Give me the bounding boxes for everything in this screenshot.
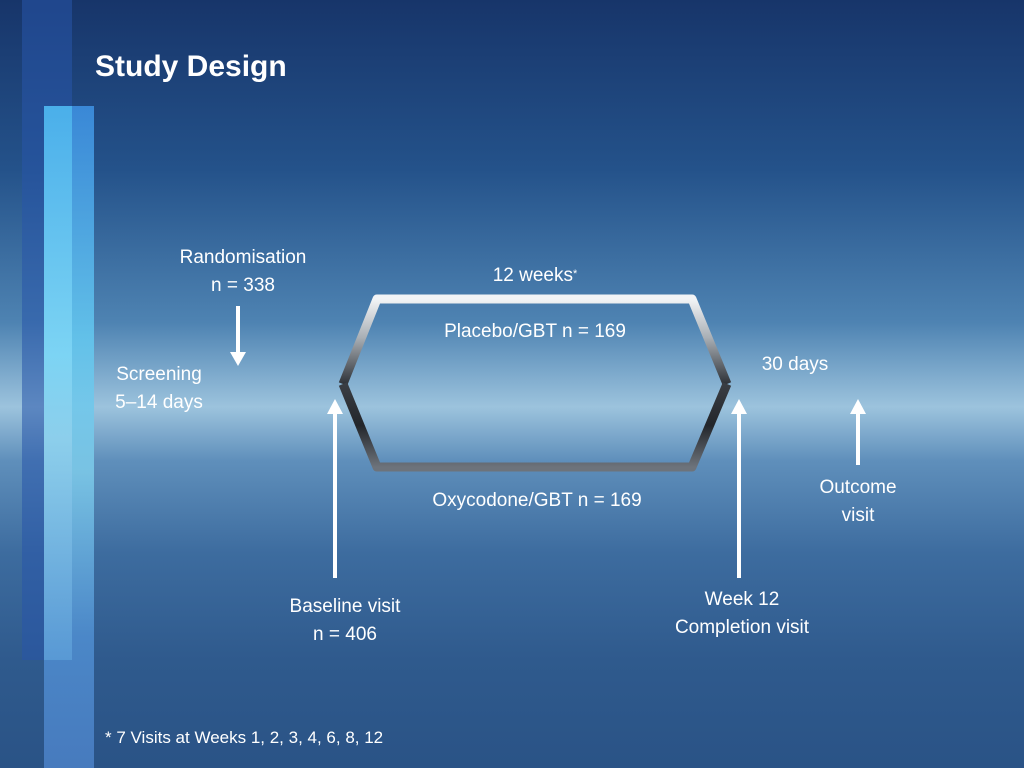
footnote: * 7 Visits at Weeks 1, 2, 3, 4, 6, 8, 12 [105, 728, 384, 747]
placebo-arm-track [338, 294, 732, 386]
baseline-visit-label: Baseline visit n = 406 [262, 593, 428, 649]
screening-duration: 5–14 days [115, 392, 203, 413]
randomisation-label: Randomisation n = 338 [165, 244, 321, 300]
outcome-visit-text: visit [841, 505, 875, 526]
randomisation-count: n = 338 [211, 275, 275, 296]
week12-visit-label: Week 12 Completion visit [652, 586, 832, 642]
followup-label: 30 days [761, 354, 829, 375]
baseline-arrow [327, 399, 343, 578]
screening-label: Screening 5–14 days [100, 361, 218, 417]
background-stripe [44, 106, 72, 660]
completion-text: Completion visit [674, 617, 810, 638]
placebo-arm-label: Placebo/GBT n = 169 [444, 321, 626, 342]
duration-label: 12 weeks* [470, 262, 600, 290]
oxycodone-arm-track [338, 382, 732, 472]
duration-text: 12 weeks [492, 265, 573, 286]
outcome-visit-label: Outcome visit [800, 474, 916, 530]
baseline-text: Baseline visit [289, 596, 401, 617]
duration-footnote-marker: * [573, 268, 578, 280]
outcome-arrow [850, 399, 866, 465]
week12-arrow [731, 399, 747, 578]
week12-text: Week 12 [704, 589, 780, 610]
randomisation-arrow [230, 306, 246, 366]
randomisation-text: Randomisation [179, 247, 307, 268]
outcome-text: Outcome [819, 477, 897, 498]
baseline-count: n = 406 [313, 624, 377, 645]
page-title: Study Design [95, 50, 287, 83]
oxycodone-arm-label: Oxycodone/GBT n = 169 [432, 490, 642, 511]
screening-text: Screening [116, 364, 202, 385]
